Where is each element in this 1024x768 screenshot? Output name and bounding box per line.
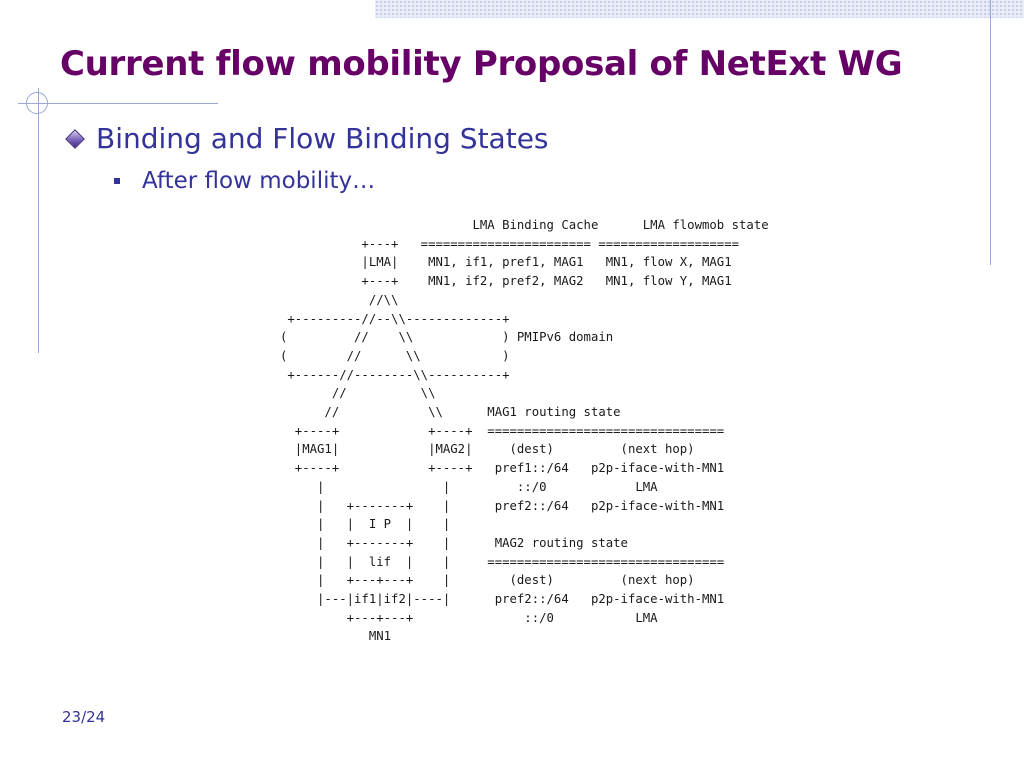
slide-number: 23/24 — [62, 708, 106, 726]
crosshair-decoration-icon — [26, 92, 48, 114]
flow-mobility-ascii-diagram: LMA Binding Cache LMA flowmob state +---… — [280, 218, 769, 644]
bullet-level1-text: Binding and Flow Binding States — [96, 122, 549, 155]
bullet-level2-text: After flow mobility… — [142, 168, 376, 194]
header-decoration-band — [375, 0, 1024, 18]
bullet-level2: After flow mobility… — [114, 168, 375, 194]
diamond-bullet-icon — [65, 128, 85, 149]
square-bullet-icon — [114, 178, 120, 184]
right-accent-line — [990, 0, 991, 265]
left-accent-line — [38, 88, 39, 353]
bullet-level1: Binding and Flow Binding States — [62, 122, 549, 155]
title-underline — [18, 103, 218, 104]
slide-title: Current flow mobility Proposal of NetExt… — [60, 44, 903, 84]
